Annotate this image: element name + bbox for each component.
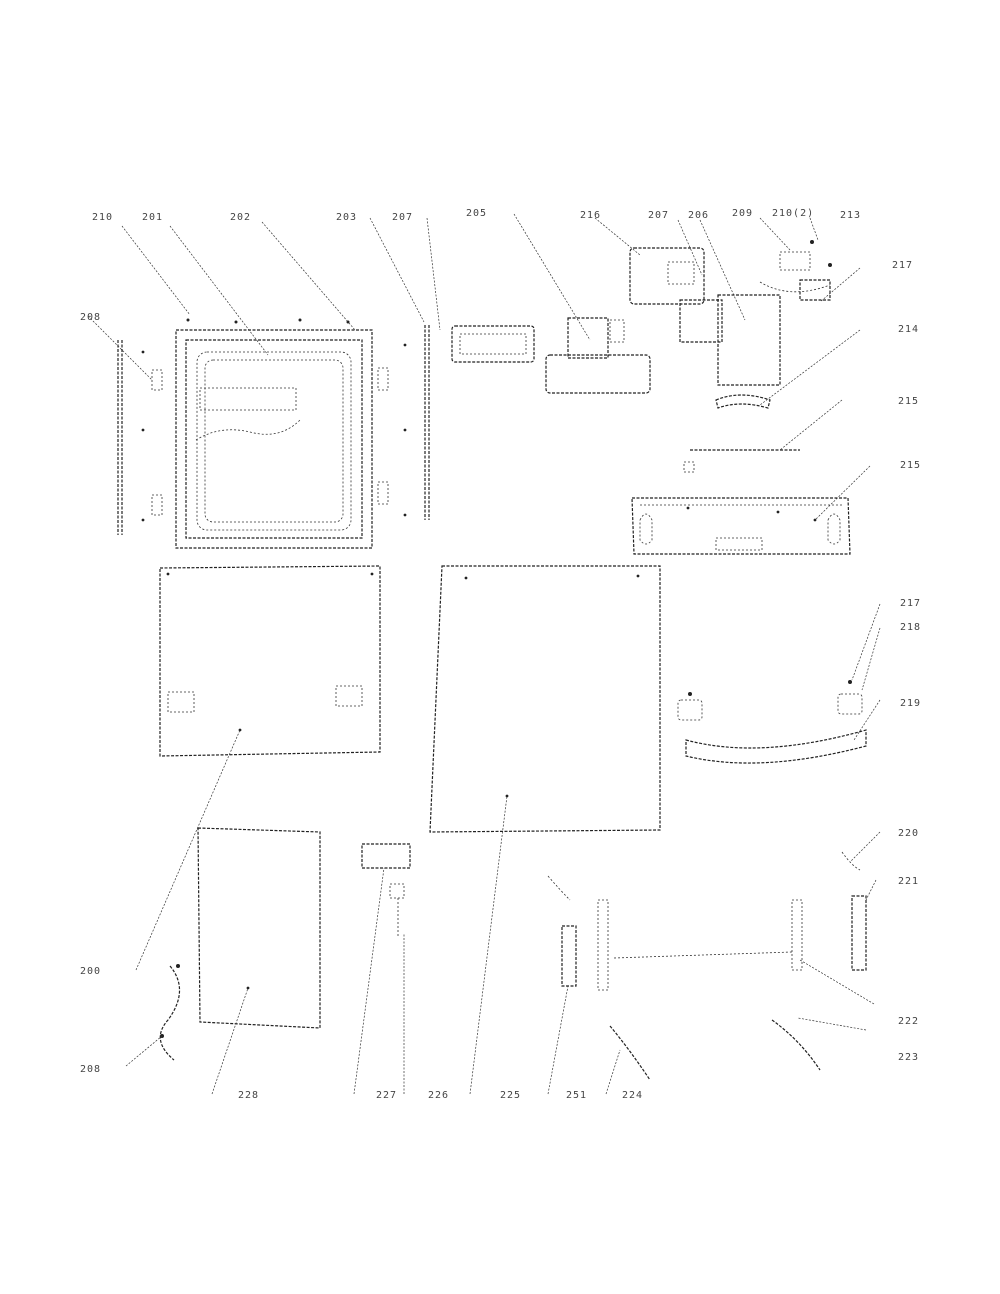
callout-210-2: 210(2) [772,208,814,219]
callout-222: 222 [898,1016,919,1027]
outer-door-panel [429,565,661,833]
callout-206: 206 [688,210,709,221]
door-spring-right [841,851,867,971]
door-panel [159,565,381,757]
callout-209: 209 [732,208,753,219]
door-latch [361,843,411,936]
callout-200: 200 [80,966,101,977]
callout-208-top: 208 [80,312,101,323]
callout-228: 228 [238,1090,259,1101]
callout-215b: 215 [900,460,921,471]
insulation-pad [197,827,321,1029]
callout-202: 202 [230,212,251,223]
control-strip [683,449,800,473]
door-spring-left [547,875,577,987]
callout-214: 214 [898,324,919,335]
callout-203: 203 [336,212,357,223]
callout-labels: 210 201 202 203 207 205 216 207 206 209 … [80,208,921,1101]
hinge-arm-right [613,899,821,1071]
right-side-hinges [377,343,407,517]
callout-221: 221 [898,876,919,887]
callout-226: 226 [428,1090,449,1101]
callout-217: 217 [892,260,913,271]
callout-227: 227 [376,1090,397,1101]
callout-220: 220 [898,828,919,839]
callout-207: 207 [392,212,413,223]
callout-224: 224 [622,1090,643,1101]
wire-harness [159,964,181,1061]
left-side-rail [117,340,163,535]
callout-218: 218 [900,622,921,633]
door-handle [677,680,867,764]
leader-lines [87,213,881,1095]
callout-251: 251 [566,1090,587,1101]
callout-219: 219 [900,698,921,709]
callout-207b: 207 [648,210,669,221]
callout-205: 205 [466,208,487,219]
dispenser-cover [451,325,535,363]
control-module [629,240,832,409]
control-panel [631,497,851,555]
callout-216: 216 [580,210,601,221]
detergent-dispenser [545,317,651,394]
callout-208: 208 [80,1064,101,1075]
door-gasket-strip [424,325,430,520]
inner-door-liner [175,318,373,549]
callout-217b: 217 [900,598,921,609]
callout-225: 225 [500,1090,521,1101]
callout-210: 210 [92,212,113,223]
callout-223: 223 [898,1052,919,1063]
hinge-arm-left [597,899,651,1081]
callout-213: 213 [840,210,861,221]
callout-215: 215 [898,396,919,407]
callout-201: 201 [142,212,163,223]
